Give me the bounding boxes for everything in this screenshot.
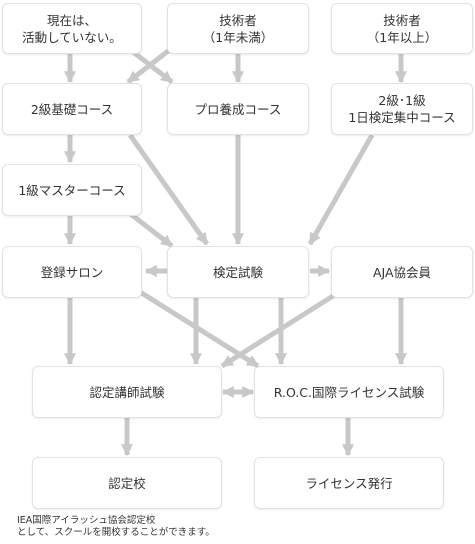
- node-registered-salon: 登録サロン: [2, 246, 142, 298]
- node-pro-course: プロ養成コース: [167, 83, 309, 135]
- arrow-master1-to-exam: [126, 210, 174, 248]
- node-intensive-course-line1: 2級･1級: [378, 93, 426, 108]
- node-tech-over-1yr: 技術者 （1年以上）: [331, 3, 473, 54]
- arrow-aja-to-instructor: [220, 293, 335, 369]
- node-aja-member: AJA協会員: [331, 246, 473, 298]
- node-master-1st-grade-course: 1級マスターコース: [2, 164, 142, 216]
- node-intensive-course: 2級･1級 1日検定集中コース: [331, 83, 473, 135]
- node-certification-exam: 検定試験: [167, 246, 309, 298]
- node-certified-school: 認定校: [32, 457, 222, 509]
- node-tech-under-1yr: 技術者 （1年未満）: [167, 3, 309, 54]
- arrow-basic2-to-exam: [127, 133, 210, 246]
- node-instructor-exam: 認定講師試験: [32, 366, 222, 418]
- node-not-working-line2: 活動していない。: [22, 29, 122, 45]
- footnote: IEA国際アイラッシュ協会認定校 として、スクールを開校することができます。: [17, 515, 215, 538]
- node-basic-2nd-grade-course: 2級基礎コース: [2, 83, 142, 135]
- footnote-line2: として、スクールを開校することができます。: [17, 526, 215, 538]
- node-tech-over-1yr-line2: （1年以上）: [366, 29, 438, 45]
- node-basic-2nd-grade-course-label: 2級基礎コース: [30, 101, 114, 117]
- node-roc-license-exam-label: R.O.C.国際ライセンス試験: [273, 384, 425, 400]
- footnote-line1: IEA国際アイラッシュ協会認定校: [17, 515, 156, 526]
- node-license-issuance: ライセンス発行: [254, 457, 444, 509]
- node-not-working-line1: 現在は、: [46, 12, 97, 28]
- node-tech-under-1yr-line1: 技術者: [219, 12, 257, 28]
- node-intensive-course-line2: 1日検定集中コース: [348, 110, 456, 125]
- node-tech-under-1yr-line2: （1年未満）: [202, 29, 274, 45]
- node-tech-over-1yr-line1: 技術者: [383, 12, 421, 28]
- node-certified-school-label: 認定校: [108, 475, 146, 491]
- node-master-1st-grade-course-label: 1級マスターコース: [18, 182, 126, 198]
- node-instructor-exam-label: 認定講師試験: [89, 384, 165, 400]
- arrow-intensive-to-exam: [307, 133, 375, 246]
- arrow-techunder1-to-basic2: [126, 46, 174, 84]
- node-pro-course-label: プロ養成コース: [194, 101, 282, 117]
- node-registered-salon-label: 登録サロン: [40, 264, 104, 280]
- node-aja-member-label: AJA協会員: [372, 264, 432, 280]
- node-certification-exam-label: 検定試験: [212, 264, 263, 280]
- node-roc-license-exam: R.O.C.国際ライセンス試験: [254, 366, 444, 418]
- node-not-working: 現在は、 活動していない。: [2, 3, 142, 54]
- node-license-issuance-label: ライセンス発行: [305, 475, 393, 491]
